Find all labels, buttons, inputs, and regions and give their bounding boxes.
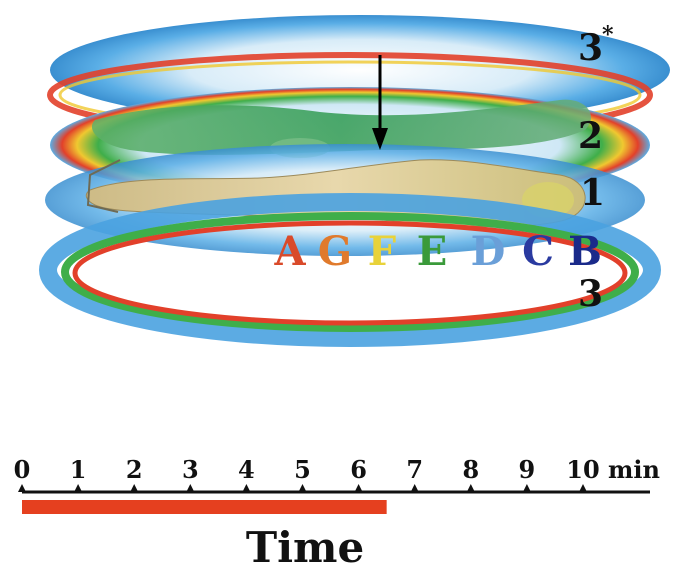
letter-f: F xyxy=(368,228,396,275)
tick-label-7: 7 xyxy=(406,455,423,484)
timeline-title: Time xyxy=(246,523,364,572)
tick-label-8: 8 xyxy=(462,455,479,484)
tick-mark-8 xyxy=(466,484,475,492)
timeline: 0 1 2 3 4 5 6 7 8 9 10 min Time xyxy=(14,455,660,572)
tick-label-10: 10 xyxy=(566,455,599,484)
letter-a: A xyxy=(273,228,306,275)
tick-mark-2 xyxy=(130,484,139,492)
tick-mark-6 xyxy=(354,484,363,492)
tick-mark-0 xyxy=(18,484,26,492)
label-layer-3-bottom: 3 xyxy=(578,273,603,315)
label-layer-3-top: 3 xyxy=(578,27,603,69)
tick-label-4: 4 xyxy=(238,455,255,484)
tick-label-5: 5 xyxy=(294,455,311,484)
tick-label-3: 3 xyxy=(182,455,199,484)
timeline-unit: min xyxy=(608,455,660,484)
tick-label-6: 6 xyxy=(350,455,367,484)
arrow-indicator xyxy=(372,55,388,150)
layer-3-bottom xyxy=(39,193,661,347)
letter-d: D xyxy=(471,228,506,275)
tick-mark-9 xyxy=(522,484,531,492)
timeline-highlight-bar xyxy=(22,500,387,514)
tick-mark-7 xyxy=(410,484,419,492)
tick-label-1: 1 xyxy=(70,455,87,484)
tick-label-9: 9 xyxy=(519,455,536,484)
tick-mark-5 xyxy=(298,484,307,492)
letter-c: C xyxy=(522,228,554,275)
letter-b: B xyxy=(568,228,602,275)
tick-label-2: 2 xyxy=(126,455,143,484)
letter-e: E xyxy=(417,228,448,275)
label-layer-1: 1 xyxy=(580,172,605,214)
tick-mark-1 xyxy=(74,484,83,492)
tick-mark-4 xyxy=(242,484,251,492)
tick-label-0: 0 xyxy=(14,455,31,484)
label-layer-2: 2 xyxy=(578,115,603,157)
tick-mark-10 xyxy=(579,484,587,492)
letter-g: G xyxy=(318,228,352,275)
label-layer-3-top-mark: * xyxy=(602,22,614,48)
tick-mark-3 xyxy=(186,484,195,492)
